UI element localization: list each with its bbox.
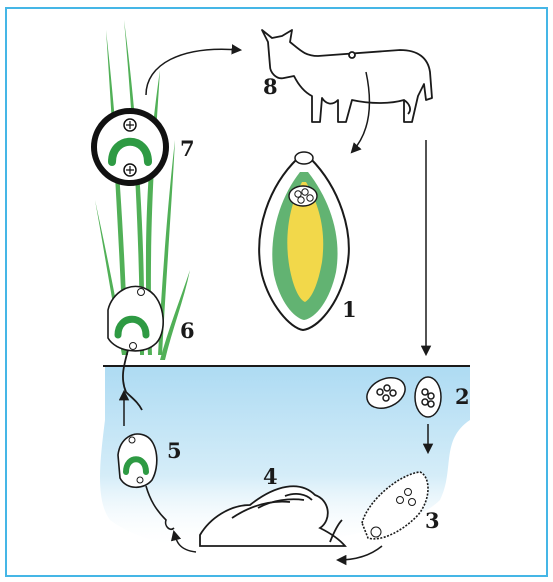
stage-number-6: 6 xyxy=(180,318,195,343)
arrow-miracidium-to-snail xyxy=(338,546,382,560)
arrow-cyst-to-cow xyxy=(146,49,240,95)
stage-number-5: 5 xyxy=(167,438,182,463)
adult-fluke-icon xyxy=(259,152,349,330)
cyst-icon xyxy=(94,111,166,183)
stage-number-1: 1 xyxy=(342,297,357,322)
cow-icon xyxy=(262,30,432,122)
stage-number-2: 2 xyxy=(455,384,470,409)
stage-number-8: 8 xyxy=(263,74,278,99)
stage-number-4: 4 xyxy=(263,464,278,489)
stage-number-3: 3 xyxy=(425,508,440,533)
stage-number-7: 7 xyxy=(180,136,195,161)
